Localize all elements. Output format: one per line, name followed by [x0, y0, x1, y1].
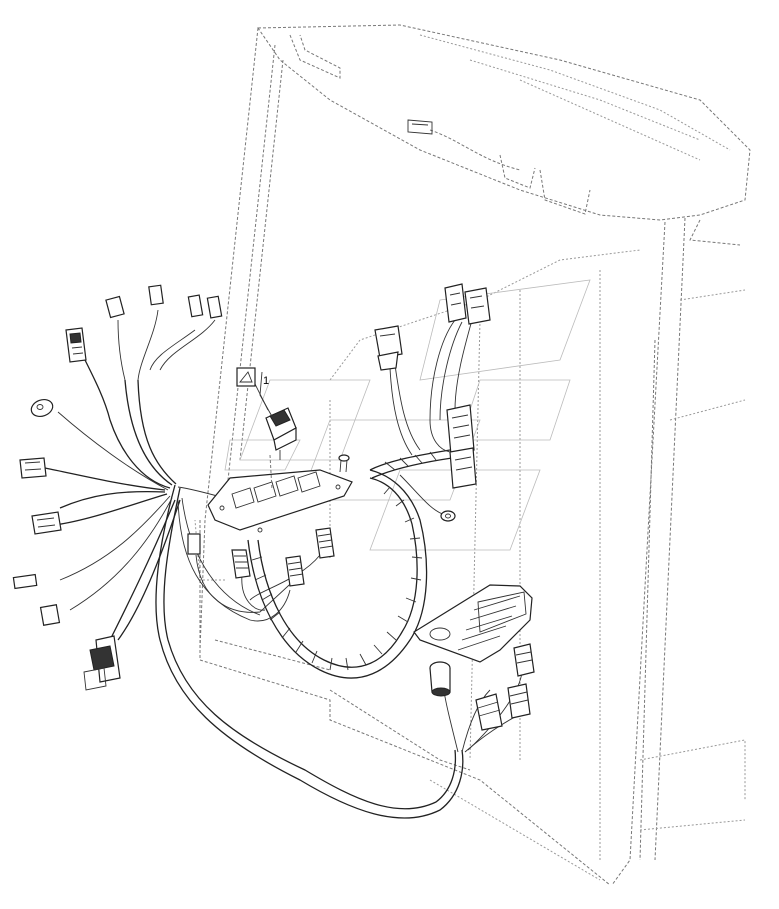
ribbed-connector-1 — [231, 549, 251, 579]
ribbed-connector-4 — [475, 693, 503, 731]
upper-right-connectors — [374, 283, 491, 522]
plug-left-2 — [31, 511, 62, 535]
cab-frame — [194, 24, 751, 886]
lower-right-connectors — [429, 643, 535, 753]
ribbed-connector-2 — [285, 555, 305, 587]
sealed-connector-left — [83, 635, 121, 691]
left-connectors — [12, 284, 223, 691]
multi-pin-connector-left — [65, 327, 87, 363]
round-connector — [429, 661, 451, 697]
warning-symbol-box — [236, 367, 256, 387]
main-harness — [44, 309, 464, 819]
fuse-connector-block — [446, 404, 477, 489]
connector-c — [187, 294, 204, 318]
rocker-switch — [252, 371, 297, 491]
ring-terminal-left — [30, 398, 54, 418]
relay-connector-top — [444, 283, 491, 325]
small-connector-1 — [187, 533, 201, 555]
louvered-switch-panel — [413, 584, 533, 663]
flat-connector-left-2 — [39, 604, 61, 626]
connector-d — [206, 295, 223, 319]
ribbed-connector-3 — [315, 527, 335, 559]
callout-label-switch: 1 — [263, 375, 269, 387]
corrugated-loom — [247, 449, 453, 679]
ring-terminal-right — [440, 510, 456, 522]
plug-left-1 — [19, 457, 47, 479]
switch-panel-bracket — [207, 469, 353, 533]
connector-b — [148, 284, 164, 306]
center-small-connectors — [187, 527, 335, 587]
plug-connector — [374, 325, 403, 371]
mounting-screw — [338, 454, 350, 473]
connector-a — [105, 295, 125, 319]
ribbed-connector-5 — [507, 683, 531, 719]
flat-connector-left-1 — [12, 573, 38, 590]
